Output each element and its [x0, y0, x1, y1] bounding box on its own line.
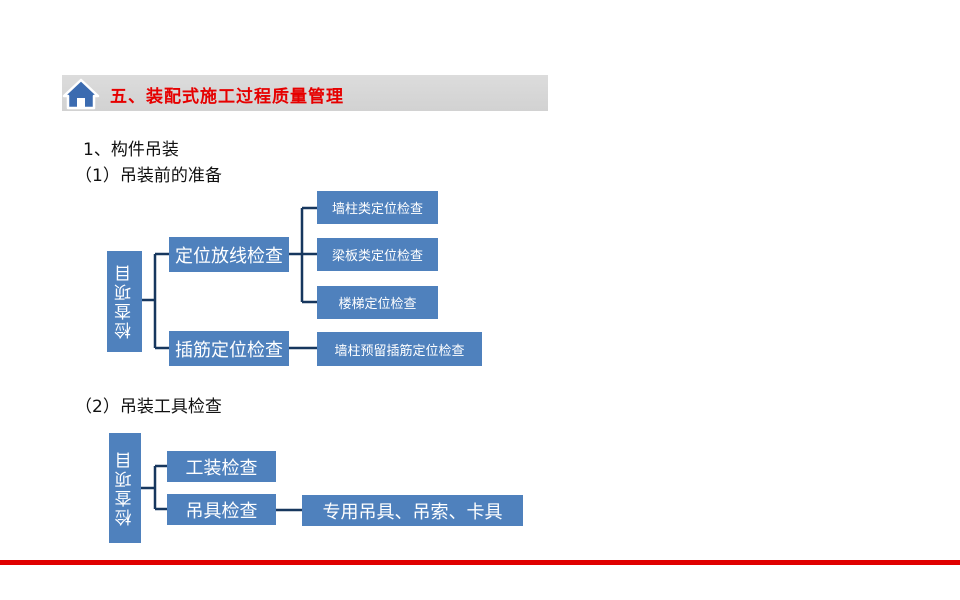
home-icon[interactable]	[62, 75, 100, 111]
footer-bar	[0, 560, 960, 565]
tree1-leaf-beam-slab-check: 梁板类定位检查	[317, 238, 438, 271]
section-header-bar	[62, 75, 548, 111]
subheading-preparation: （1）吊装前的准备	[75, 166, 222, 186]
tree2-branch-tooling-check: 工装检查	[167, 451, 276, 482]
heading-component-hoisting: 1、构件吊装	[83, 140, 179, 160]
tree1-branch-positioning-check: 定位放线检查	[169, 237, 289, 272]
subheading-tool-inspection: （2）吊装工具检查	[75, 397, 222, 417]
tree2-root-inspection-items: 检查项目	[109, 433, 141, 543]
tree1-leaf-reserved-rebar-check: 墙柱预留插筋定位检查	[317, 332, 482, 366]
tree2-leaf-special-rigging: 专用吊具、吊索、卡具	[302, 495, 523, 526]
tree1-root-inspection-items: 检查项目	[107, 251, 142, 352]
tree1-leaf-wall-column-check: 墙柱类定位检查	[317, 191, 438, 224]
tree2-branch-rigging-check: 吊具检查	[167, 494, 276, 525]
tree1-leaf-stair-check: 楼梯定位检查	[317, 286, 438, 319]
section-title: 五、装配式施工过程质量管理	[110, 87, 344, 107]
tree1-branch-rebar-position-check: 插筋定位检查	[169, 331, 289, 366]
